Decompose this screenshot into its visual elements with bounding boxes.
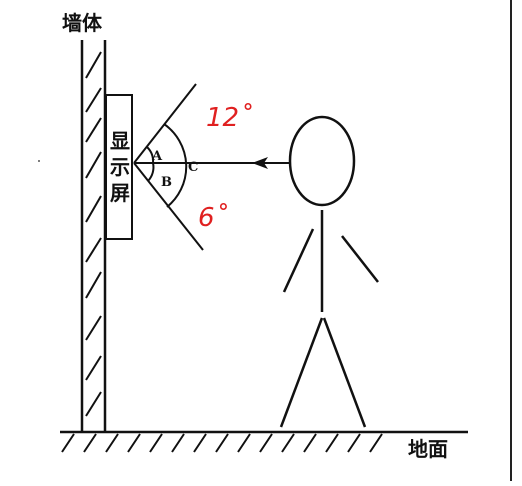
angle-b-arc: [147, 162, 155, 182]
person-right-arm: [341, 235, 379, 283]
display-label-vertical: 显 示 屏: [110, 129, 130, 205]
person-left-leg: [279, 317, 324, 428]
ground: [60, 430, 468, 453]
wall: [80, 40, 107, 432]
ground-label: 地面: [408, 437, 448, 461]
outer-arc: [163, 123, 188, 208]
sight-line: [134, 157, 290, 169]
person-right-leg: [322, 317, 367, 428]
lower-angle-annotation: 6˚: [198, 203, 228, 233]
angle-a-label: A: [151, 149, 163, 164]
angle-c-label: C: [188, 160, 198, 175]
display-label-char-1: 显: [110, 129, 130, 153]
person-figure: [279, 115, 379, 428]
wall-label: 墙体: [62, 11, 103, 35]
sight-arrowhead: [252, 157, 268, 169]
ground-hatching: [61, 433, 383, 453]
display-label-char-3: 屏: [110, 181, 130, 205]
person-head: [288, 115, 356, 207]
upper-angle-annotation: 12˚: [206, 103, 252, 133]
display-label-char-2: 示: [110, 155, 130, 179]
stray-dot: [38, 160, 40, 162]
display-screen: [105, 94, 133, 240]
angle-b-label: B: [161, 175, 172, 190]
wall-hatching: [85, 51, 102, 417]
person-left-arm: [282, 228, 315, 293]
